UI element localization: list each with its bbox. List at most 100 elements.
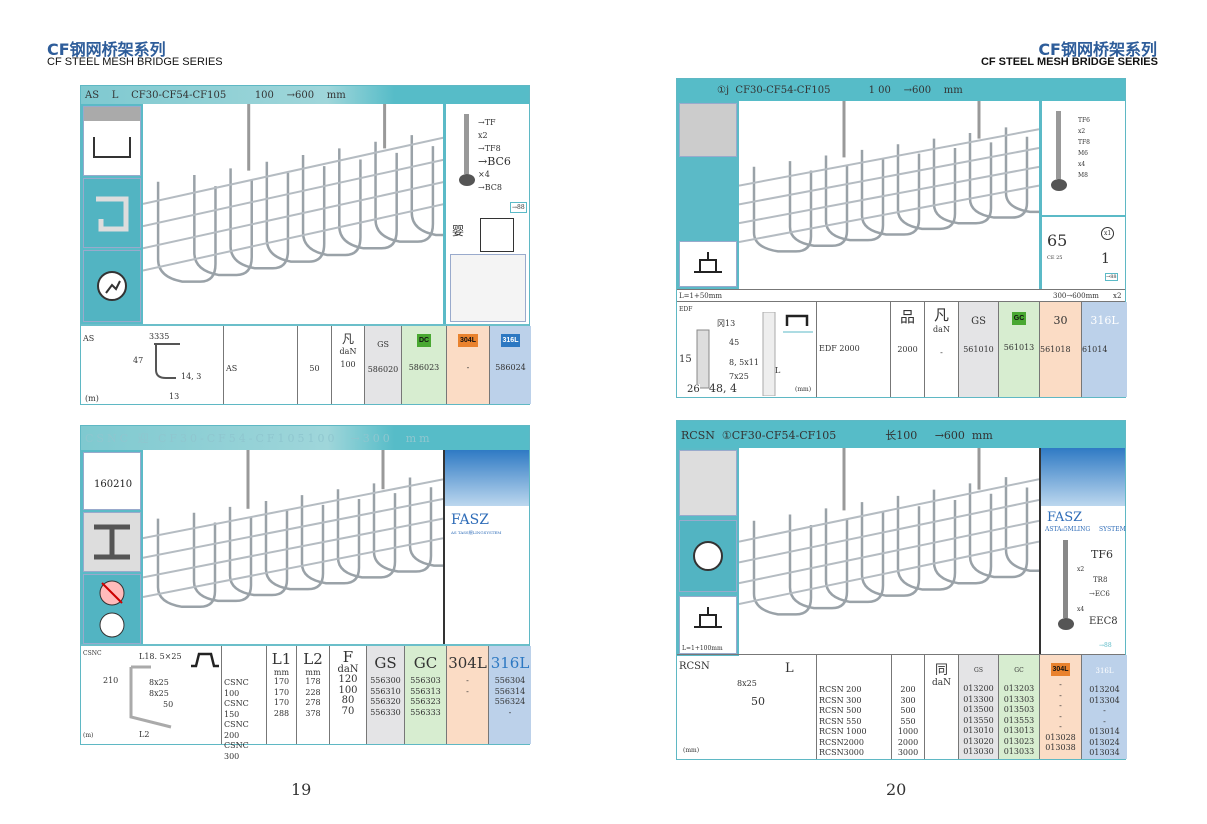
wire	[372, 483, 433, 573]
table-cell	[447, 708, 488, 719]
304l-badge: 304L	[458, 334, 478, 347]
wire	[193, 175, 253, 277]
dimension-drawing: EDF 冈13 45 15 8, 5x11 7x25 26 48, 4 L (m…	[677, 302, 816, 397]
bolt-icon	[1058, 540, 1074, 630]
table-cell: 550	[900, 716, 916, 726]
dim-2: 45	[729, 338, 740, 347]
table-cell: 80	[341, 695, 355, 706]
table-cell: 3000	[897, 748, 919, 757]
drawing-label: CSNC	[83, 650, 102, 657]
table-cell: 1000	[897, 727, 919, 736]
f-unit: daN	[337, 664, 359, 675]
wire	[156, 181, 217, 283]
l2-unit: mm	[305, 668, 321, 677]
series-title-cn-right: CF钢网桥架系列	[1038, 40, 1157, 59]
table-cell: 170	[273, 698, 290, 707]
series-title-en-right: CF STEEL MESH BRIDGE SERIES	[980, 56, 1158, 68]
table-cell: -	[1059, 680, 1062, 689]
label-88: →88	[1105, 273, 1118, 281]
wire	[752, 520, 813, 616]
note-row: L=1+50mm 300→600mm x2	[677, 289, 1125, 303]
wire	[860, 502, 921, 597]
table-cell: 556310	[370, 686, 401, 696]
table-cell: 178	[305, 677, 321, 686]
table-cell: CSNC 200	[224, 720, 249, 740]
accessory-column: →TF x2 →TF8 →BC6 ×4 →BC8 →88 婴	[443, 104, 529, 326]
dim-2: 8x25	[737, 679, 757, 688]
wire	[739, 128, 1039, 187]
gs-code: 561010	[963, 345, 994, 354]
mesh-tray-photo	[143, 104, 445, 326]
panel-csnc: CSNC 迎 CF30-CF54-CF105100 →300 mm 160210…	[80, 425, 531, 761]
mesh-tray-photo	[739, 448, 1039, 656]
bracket-diagram	[480, 218, 514, 252]
fasz-title: FASZ	[1047, 510, 1083, 525]
table-cell: 170	[273, 687, 290, 697]
unit-label: (m)	[85, 394, 99, 403]
label-tf: →TF	[478, 118, 496, 127]
side-label: 160210	[83, 452, 141, 510]
table-cell: 013033	[1003, 747, 1035, 756]
quantity-note: x2	[1113, 292, 1122, 300]
series-title-cn-left: CF钢网桥架系列	[47, 40, 166, 59]
table-cell: -	[466, 686, 469, 696]
304l-badge: 304L	[1050, 663, 1071, 676]
panel-header: RCSN ①CF30-CF54-CF105 长100 →600 mm	[677, 421, 1125, 448]
wire	[265, 161, 326, 263]
gs-label: GS	[974, 667, 983, 674]
gc-label: GC	[1014, 667, 1024, 674]
table-cell: 170	[273, 677, 290, 686]
table-cell: 2000	[897, 737, 919, 747]
316l-badge: 316L	[500, 334, 521, 347]
dim-1: L	[785, 661, 794, 676]
table-cell: 556304	[494, 676, 526, 685]
dc-code: 586023	[408, 363, 440, 372]
l1-header: L1	[271, 650, 292, 668]
label-eec8: EEC8	[1089, 616, 1118, 627]
label-x2: x2	[478, 131, 488, 140]
table-cell: RCSN 500	[819, 706, 862, 715]
label-tf6: TF6	[1091, 548, 1113, 561]
wire	[336, 489, 397, 579]
gs-label: GS	[971, 316, 986, 327]
table-cell: 556314	[494, 686, 526, 696]
range-note: 300→600mm	[1053, 292, 1099, 300]
load-label: 凡	[341, 332, 354, 346]
table-cell: -	[1059, 701, 1062, 710]
316l-code: 586024	[495, 363, 526, 372]
profile-icon	[83, 106, 141, 176]
channel-icon: L=1+100mm	[679, 596, 737, 654]
profile-shape-icon	[191, 652, 219, 668]
mesh-tray-photo	[143, 450, 443, 646]
dimension-drawing: RCSN L 8x25 50 (mm)	[677, 655, 816, 759]
dim-4: 8, 5x11	[729, 358, 759, 367]
channel-icon	[679, 241, 737, 287]
dim-7: 48, 4	[709, 382, 737, 395]
wire	[1004, 477, 1039, 572]
wire	[752, 166, 813, 253]
spec-table: CSNC L18. 5×25 210 8x25 8x25 50 L2 (m) C…	[81, 644, 531, 761]
wire	[860, 149, 921, 236]
table-cell: 556330	[370, 707, 401, 717]
l2-header: L2	[303, 650, 323, 668]
label-x2: x2	[1078, 128, 1086, 135]
table-cell	[447, 697, 488, 708]
table-cell: 013303	[1003, 694, 1035, 704]
gc-header: GC	[413, 654, 438, 672]
gs-code: 586020	[367, 365, 399, 374]
load-label: 凡	[933, 306, 949, 324]
label-tf6: TF6	[1078, 117, 1090, 124]
table-cell: 013028	[1045, 732, 1076, 742]
table-cell: 556333	[410, 707, 441, 717]
wire	[739, 499, 1039, 564]
